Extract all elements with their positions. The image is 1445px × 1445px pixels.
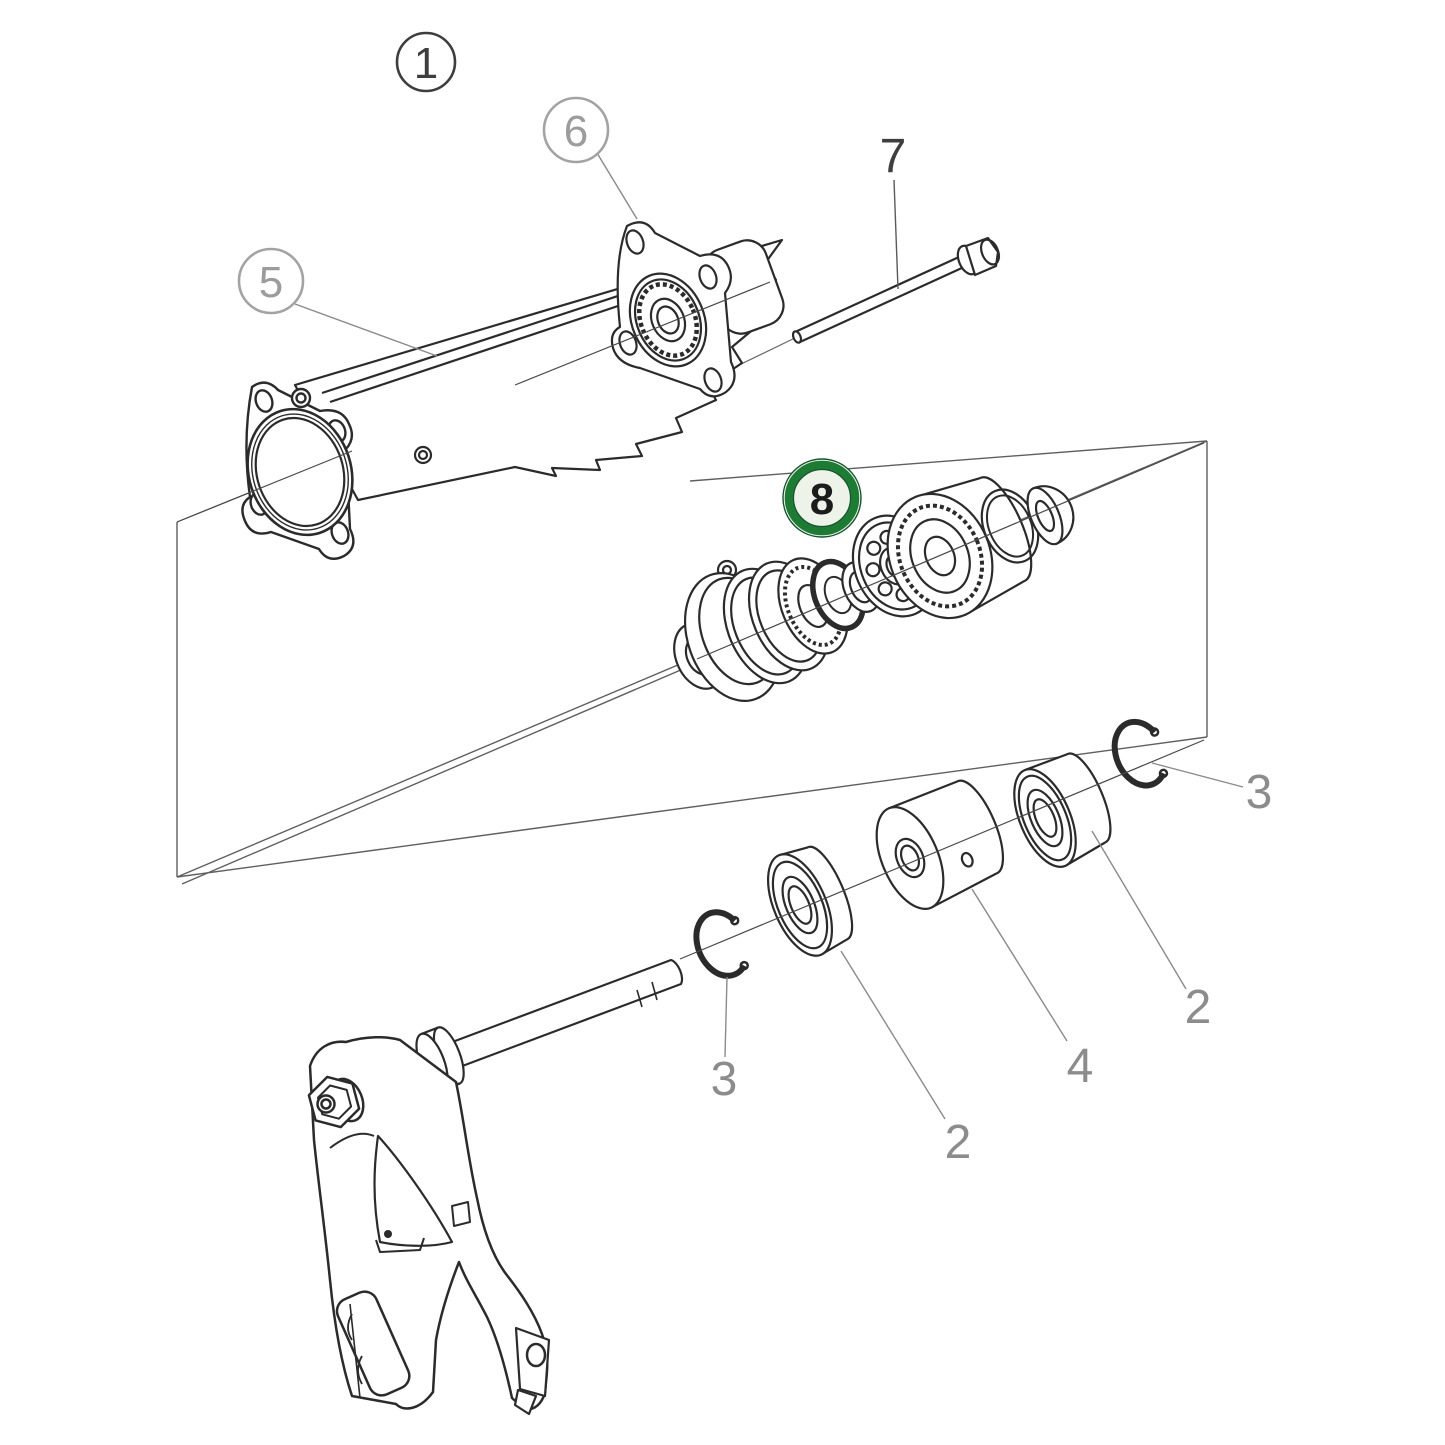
callout-item3-right-label: 3 <box>1246 766 1273 819</box>
leader-item4 <box>971 888 1068 1042</box>
leader-item2-right <box>1091 830 1187 990</box>
callout-item7[interactable]: 7 <box>880 130 907 183</box>
part-snap-ring-right <box>1111 718 1169 789</box>
callout-item5-label: 5 <box>259 258 283 307</box>
callout-item2-left[interactable]: 2 <box>945 1116 972 1169</box>
leader-item6 <box>596 152 638 220</box>
leader-item3-left <box>724 976 728 1058</box>
leader-lines <box>294 152 1244 1120</box>
part-piston-cup-left <box>766 845 854 957</box>
callout-item3-left-label: 3 <box>711 1053 738 1106</box>
leader-item7 <box>893 179 899 290</box>
leader-item2-left <box>840 950 946 1120</box>
callout-item1[interactable]: 1 <box>395 31 457 93</box>
callout-item5[interactable]: 5 <box>237 247 305 315</box>
callout-item8-highlighted[interactable]: 8 <box>782 458 862 538</box>
part-shift-fork <box>307 1036 551 1416</box>
callout-item2-right-label: 2 <box>1185 981 1212 1034</box>
callout-item1-label: 1 <box>414 39 438 88</box>
part-cap-screw <box>791 236 1001 344</box>
part-snap-ring-left <box>693 909 749 979</box>
callout-item7-label: 7 <box>880 130 907 183</box>
leader-item5 <box>294 303 438 357</box>
part-shift-shaft <box>415 958 684 1092</box>
callout-item6[interactable]: 6 <box>542 96 610 164</box>
leader-item3-right <box>1151 762 1244 788</box>
callout-item2-right[interactable]: 2 <box>1185 981 1212 1034</box>
callout-item8-label: 8 <box>810 475 834 524</box>
part-piston <box>875 779 1005 910</box>
part-bearing-retainer-flange <box>610 221 785 398</box>
callout-item3-left[interactable]: 3 <box>711 1053 738 1106</box>
part-seal-bearing-kit <box>673 476 1075 703</box>
callout-item3-right[interactable]: 3 <box>1246 766 1273 819</box>
callout-item4[interactable]: 4 <box>1067 1040 1094 1093</box>
part-piston-cup-right <box>1013 752 1112 868</box>
callout-item2-left-label: 2 <box>945 1116 972 1169</box>
callout-item6-label: 6 <box>564 107 588 156</box>
axis-overlays <box>176 281 1205 960</box>
callout-item4-label: 4 <box>1067 1040 1094 1093</box>
kit-end-cap <box>1026 485 1075 546</box>
